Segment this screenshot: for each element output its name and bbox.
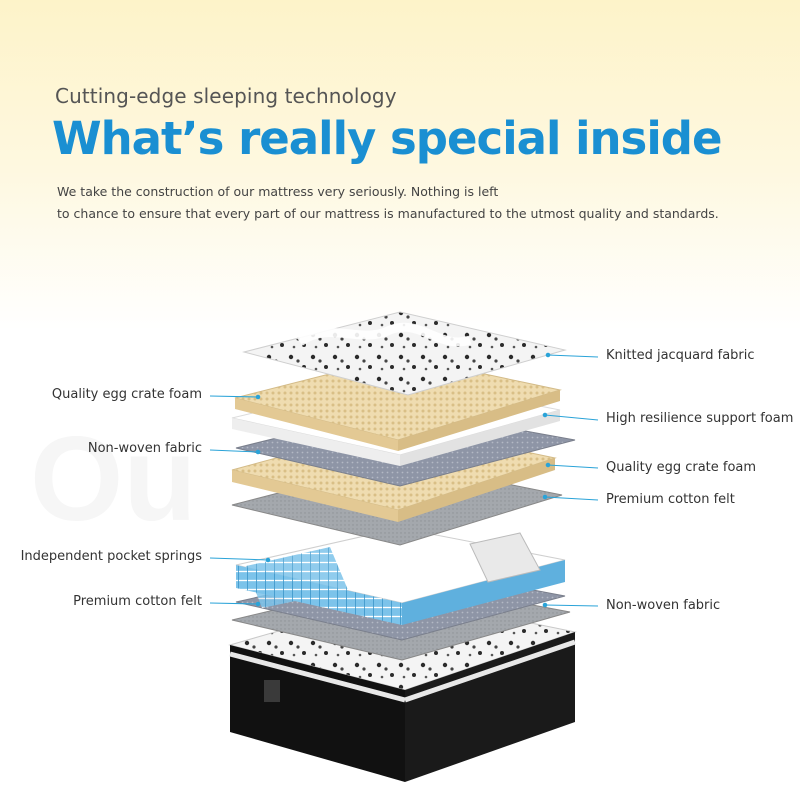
layer-jacquard-top bbox=[242, 311, 567, 396]
kicker-text: Cutting-edge sleeping technology bbox=[55, 84, 397, 108]
description-line-1: We take the construction of our mattress… bbox=[57, 184, 499, 199]
label-cotton-felt-left: Premium cotton felt bbox=[73, 594, 202, 609]
layer-pocket-springs bbox=[235, 527, 566, 625]
leader-lines-left bbox=[209, 394, 271, 607]
page-title: What’s really special inside bbox=[52, 112, 722, 165]
leader-lines-right bbox=[542, 352, 599, 608]
label-cotton-felt-right: Premium cotton felt bbox=[606, 492, 735, 507]
label-high-resilience-foam: High resilience support foam bbox=[606, 411, 794, 426]
description-line-2: to chance to ensure that every part of o… bbox=[57, 206, 719, 221]
label-egg-crate-right: Quality egg crate foam bbox=[606, 460, 757, 475]
label-nonwoven-left: Non-woven fabric bbox=[87, 441, 202, 456]
label-knitted-jacquard: Knitted jacquard fabric bbox=[606, 348, 755, 363]
watermark: Ou bbox=[30, 412, 197, 546]
label-egg-crate-left: Quality egg crate foam bbox=[51, 387, 202, 402]
description: We take the construction of our mattress… bbox=[57, 181, 719, 225]
label-pocket-springs: Independent pocket springs bbox=[20, 549, 202, 564]
label-nonwoven-right: Non-woven fabric bbox=[606, 598, 721, 613]
